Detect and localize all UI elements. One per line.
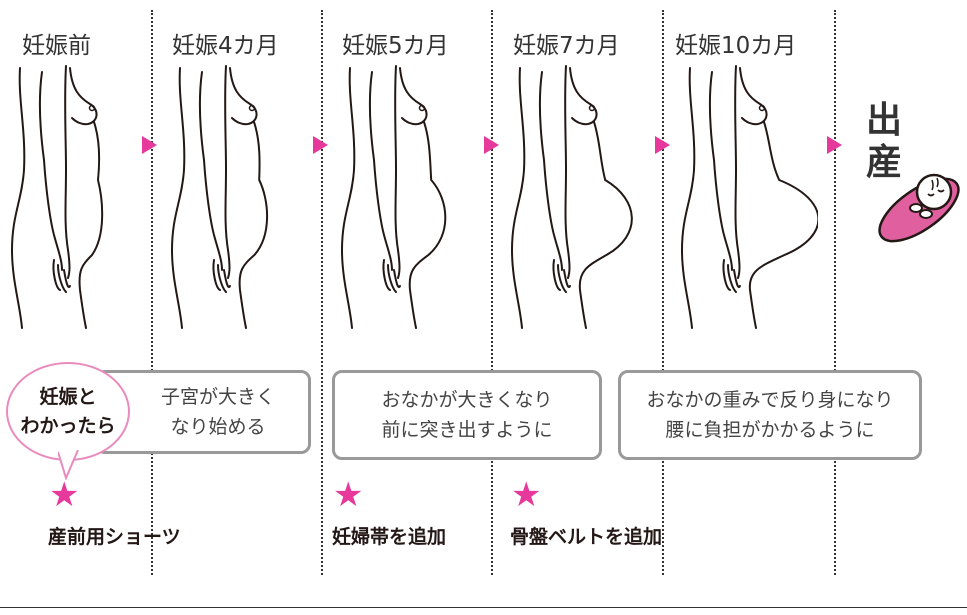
stage-label: 妊娠10カ月 [675,33,797,59]
chest-line [569,67,598,126]
bubble-text: 妊娠と [39,385,97,408]
star-icon: ★ [511,475,542,515]
bubble-text: わかったら [20,414,116,437]
chest-line [739,67,768,126]
stage-label: 妊娠5カ月 [342,33,449,59]
arm-line [708,65,741,279]
birth-label-line: 出 [866,100,903,141]
arrow-right-icon [484,136,499,154]
body-silhouette [340,65,447,329]
chest-line [229,67,258,126]
birth-label: 出 産 [866,100,906,184]
back-line [10,67,26,329]
info-text: 腰に負担がかかるように [665,419,875,441]
info-text: おなかが大きくなり [381,389,553,411]
info-box: おなかの重みで反り身になり 腰に負担がかかるように [618,370,922,460]
nipple-mark [588,104,596,112]
arrow-right-icon [313,136,328,154]
item-label: 産前用ショーツ [48,526,181,548]
info-text: おなかの重みで反り身になり [646,389,894,411]
hand-line [212,259,231,293]
stage-label: 妊娠前 [22,33,91,59]
divider [491,10,493,575]
arrow-right-icon [827,136,842,154]
speech-bubble: 妊娠と わかったら [6,362,130,461]
nipple-mark [88,104,96,112]
info-box: 子宮が大きく なり始める [95,370,311,454]
speech-bubble-tail [58,450,79,480]
divider [151,10,153,575]
hand-line [52,259,71,293]
item-label: 妊婦帯を追加 [332,526,447,548]
chest-line [69,67,98,126]
newborn-baby-icon [878,173,960,243]
info-box: おなかが大きくなり 前に突き出すように [332,370,602,460]
back-line [680,67,696,329]
body-silhouette [510,65,633,329]
body-silhouette [170,65,269,329]
back-line [340,67,356,329]
hand-line [382,259,401,293]
front-line [578,121,633,329]
body-silhouette [10,65,104,329]
info-text: なり始める [170,416,266,438]
nipple-mark [758,104,766,112]
back-line [510,67,526,329]
stage-label: 妊娠7カ月 [513,33,620,59]
divider [662,10,664,575]
info-text: 子宮が大きく [160,386,275,408]
arrow-right-icon [655,136,670,154]
item-label: 骨盤ベルトを追加 [510,526,663,548]
front-line [748,121,818,329]
back-line [170,67,186,329]
hand-line [552,259,571,293]
nipple-mark [418,104,426,112]
body-silhouette [680,65,818,329]
chest-line [399,67,428,126]
stage-label: 妊娠4カ月 [172,33,279,59]
hand-line [722,259,741,293]
star-icon: ★ [49,475,80,515]
divider [321,10,323,575]
info-text: 前に突き出すように [381,419,553,441]
arm-line [368,65,401,279]
arm-line [38,65,71,279]
nipple-mark [248,104,256,112]
divider [834,10,836,575]
arrow-right-icon [142,136,157,154]
bottom-rule [0,607,967,608]
front-line [78,121,104,329]
front-line [408,121,447,329]
arm-line [538,65,571,279]
front-line [238,121,269,329]
arm-line [198,65,231,279]
star-icon: ★ [333,475,364,515]
birth-label-line: 産 [866,142,903,183]
